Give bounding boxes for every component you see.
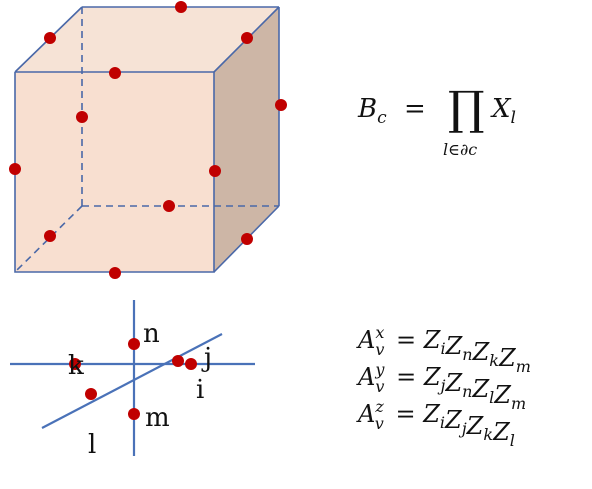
qubit-dot — [9, 163, 21, 175]
vertex-axes — [10, 300, 255, 456]
bc-product-range: l∈∂c — [443, 140, 477, 159]
av-term-subscript: l — [489, 388, 494, 407]
label-k: k — [68, 351, 84, 381]
av-term-subscript: m — [511, 394, 526, 413]
vertex-qubits — [69, 338, 197, 420]
bc-lhs: Bc — [357, 94, 387, 128]
av-term-base: Z — [444, 406, 463, 434]
cube-hidden-edges — [14, 7, 279, 273]
av-term-base: Z — [445, 332, 464, 360]
qubit-dot-k — [69, 358, 81, 370]
vertex-cross: n j k i l m — [10, 300, 255, 460]
av-equals: = — [388, 326, 423, 354]
bc-equals: = — [404, 94, 426, 124]
bc-rhs: Xl — [490, 94, 516, 128]
av-term-subscript: j — [438, 376, 446, 395]
av-term-base: Z — [423, 363, 442, 391]
cube-front-face — [15, 72, 214, 272]
qubit-dot — [275, 99, 287, 111]
qubit-dot-i — [185, 358, 197, 370]
av-equals: = — [388, 400, 423, 428]
av-equals: = — [388, 363, 423, 391]
av-term-base: Z — [423, 326, 442, 354]
vertex-labels: n j k i l m — [68, 319, 212, 460]
av-term-subscript: i — [440, 413, 445, 432]
av-subscript: v — [375, 377, 384, 396]
av-base: A — [356, 326, 375, 354]
av-term-subscript: m — [516, 357, 531, 376]
qubit-dot — [44, 230, 56, 242]
av-subscript: v — [375, 414, 384, 433]
qubit-dot — [109, 267, 121, 279]
label-n: n — [143, 319, 160, 349]
av-term-subscript: n — [462, 382, 472, 401]
qubit-dot-l — [85, 388, 97, 400]
av-term-base: Z — [493, 381, 512, 409]
qubit-dot — [163, 200, 175, 212]
av-term-subscript: j — [459, 419, 467, 438]
av-superscript: z — [374, 397, 384, 416]
av-superscript: x — [375, 323, 384, 342]
av-term-subscript: l — [510, 431, 515, 450]
qubit-dot — [241, 32, 253, 44]
av-superscript: y — [374, 360, 385, 379]
qubit-dot — [241, 233, 253, 245]
equation-bc: Bc = ∏ l∈∂c Xl — [357, 81, 516, 159]
cube-top-face — [15, 7, 279, 72]
qubit-dot — [76, 111, 88, 123]
av-term-subscript: k — [483, 425, 493, 444]
av-term-base: Z — [471, 375, 490, 403]
qubit-dot-j — [172, 355, 184, 367]
cube — [9, 1, 287, 279]
diagonal-axis — [41, 333, 223, 429]
av-term-base: Z — [472, 338, 491, 366]
qubit-dot-m — [128, 408, 140, 420]
qubit-dot-n — [128, 338, 140, 350]
label-j: j — [201, 343, 212, 373]
qubit-dot — [44, 32, 56, 44]
label-m: m — [145, 403, 170, 433]
label-l: l — [88, 430, 96, 460]
bc-product-symbol: ∏ — [448, 81, 485, 135]
av-term-subscript: k — [489, 351, 499, 370]
av-term-base: Z — [492, 418, 511, 446]
qubit-dot — [109, 67, 121, 79]
av-base: A — [356, 400, 375, 428]
av-term-base: Z — [422, 400, 441, 428]
av-base: A — [356, 363, 375, 391]
qubit-dot — [175, 1, 187, 13]
av-term-base: Z — [498, 344, 517, 372]
av-term-subscript: i — [440, 339, 445, 358]
av-subscript: v — [375, 340, 384, 359]
av-term-subscript: n — [462, 345, 472, 364]
av-term-base: Z — [444, 369, 463, 397]
label-i: i — [196, 375, 204, 405]
qubit-dot — [209, 165, 221, 177]
av-term-base: Z — [466, 412, 485, 440]
cube-qubits — [9, 1, 287, 279]
